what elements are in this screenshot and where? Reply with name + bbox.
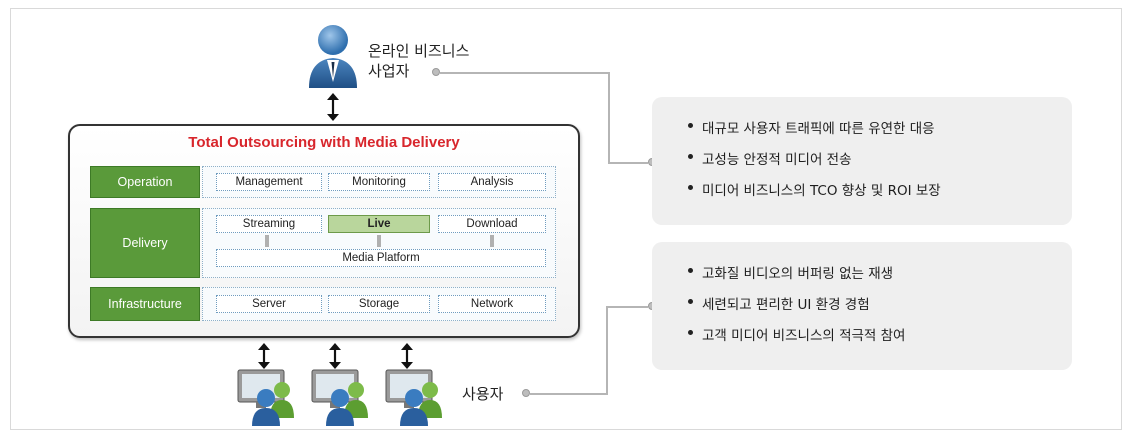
users-label: 사용자 xyxy=(462,385,504,403)
layer-operation-label: Operation xyxy=(90,166,200,198)
connector-line-bottom-2 xyxy=(606,306,648,308)
connector-line-top xyxy=(440,72,610,164)
cell-network: Network xyxy=(438,295,546,313)
business-owner-label: 온라인 비즈니스 사업자 xyxy=(368,41,469,81)
user-computer-icon xyxy=(311,369,368,426)
user-benefit-item: 세련되고 편리한 UI 환경 경험 xyxy=(688,293,1072,313)
stem-download xyxy=(490,235,494,247)
business-benefits-panel: 대규모 사용자 트래픽에 따른 유연한 대응 고성능 안정적 미디어 전송 미디… xyxy=(652,97,1072,225)
cell-storage: Storage xyxy=(328,295,430,313)
double-arrow-icon xyxy=(329,343,341,369)
cell-server: Server xyxy=(216,295,322,313)
platform-title: Total Outsourcing with Media Delivery xyxy=(188,134,460,151)
double-arrow-icon xyxy=(258,343,270,369)
layer-infrastructure-label: Infrastructure xyxy=(90,287,200,321)
connector-dot-top xyxy=(432,68,440,76)
cell-management: Management xyxy=(216,173,322,191)
user-benefit-item: 고화질 비디오의 버퍼링 없는 재생 xyxy=(688,262,1072,282)
cell-monitoring: Monitoring xyxy=(328,173,430,191)
connector-line-bottom xyxy=(530,306,608,395)
connector-line-top-2 xyxy=(608,162,648,164)
business-benefit-item: 미디어 비즈니스의 TCO 향상 및 ROI 보장 xyxy=(688,179,1072,199)
connector-dot-bottom xyxy=(522,389,530,397)
layer-delivery-label: Delivery xyxy=(90,208,200,278)
business-person-icon xyxy=(309,25,357,88)
cell-streaming: Streaming xyxy=(216,215,322,233)
user-computer-icon xyxy=(385,369,442,426)
cell-download: Download xyxy=(438,215,546,233)
business-benefit-item: 고성능 안정적 미디어 전송 xyxy=(688,148,1072,168)
business-owner-label-line1: 온라인 비즈니스 xyxy=(368,42,470,60)
cell-media-platform: Media Platform xyxy=(216,249,546,267)
user-computer-icon xyxy=(237,369,294,426)
double-arrow-icon xyxy=(401,343,413,369)
stem-live xyxy=(377,235,381,247)
stem-streaming xyxy=(265,235,269,247)
user-benefits-panel: 고화질 비디오의 버퍼링 없는 재생 세련되고 편리한 UI 환경 경험 고객 … xyxy=(652,242,1072,370)
user-benefit-item: 고객 미디어 비즈니스의 적극적 참여 xyxy=(688,324,1072,344)
cell-analysis: Analysis xyxy=(438,173,546,191)
double-arrow-icon xyxy=(327,93,339,121)
cell-live: Live xyxy=(328,215,430,233)
business-benefit-item: 대규모 사용자 트래픽에 따른 유연한 대응 xyxy=(688,117,1072,137)
business-owner-label-line2: 사업자 xyxy=(368,62,410,80)
